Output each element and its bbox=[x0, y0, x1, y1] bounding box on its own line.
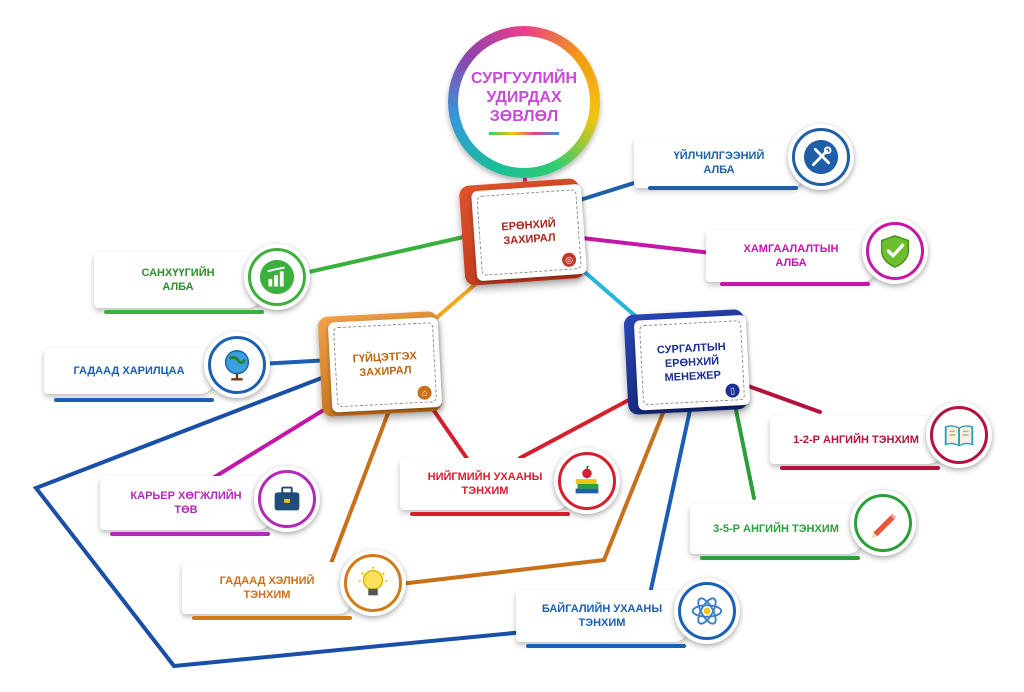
node-science-tab: БАЙГАЛИЙН УХААНЫ ТЭНХИМ bbox=[516, 590, 688, 642]
node-science-icon-circle bbox=[674, 578, 740, 644]
node-social-strip bbox=[410, 512, 570, 516]
root-underline bbox=[489, 132, 559, 135]
root-circle: СУРГУУЛИЙН УДИРДАХ ЗӨВЛӨЛ bbox=[448, 26, 600, 178]
node-grade12-strip bbox=[780, 466, 940, 470]
node-security-label: ХАМГААЛАЛТЫН АЛБА bbox=[743, 243, 839, 269]
node-foreign-relations-icon-circle bbox=[204, 332, 270, 398]
node-finance-label: САНХҮҮГИЙН АЛБА bbox=[141, 267, 215, 293]
hub-executive-card: ГҮЙЦЭТГЭХ ЗАХИРАЛ ⌂ bbox=[327, 316, 443, 413]
hub-training-label: СУРГАЛТЫН ЕРӨНХИЙ МЕНЕЖЕР bbox=[656, 340, 726, 385]
node-foreign-relations-label: ГАДААД ХАРИЛЦАА bbox=[73, 365, 185, 377]
node-science-label: БАЙГАЛИЙН УХААНЫ ТЭНХИМ bbox=[541, 603, 663, 629]
node-career-icon-circle bbox=[254, 466, 320, 532]
node-service[interactable]: ҮЙЛЧИЛГЭЭНИЙ АЛБА bbox=[628, 124, 860, 198]
node-security[interactable]: ХАМГААЛАЛТЫН АЛБА bbox=[700, 218, 934, 292]
node-career-tab: КАРЬЕР ХӨГЖЛИЙН ТӨВ bbox=[100, 476, 272, 530]
hub-training-card: СУРГАЛТЫН ЕРӨНХИЙ МЕНЕЖЕР ▯ bbox=[633, 314, 751, 411]
node-foreign-relations-tab: ГАДААД ХАРИЛЦАА bbox=[44, 348, 214, 394]
books-apple-icon bbox=[575, 465, 599, 494]
node-service-label: ҮЙЛЧИЛГЭЭНИЙ АЛБА bbox=[673, 150, 765, 176]
node-grade35[interactable]: 3-5-Р АНГИЙН ТЭНХИМ bbox=[686, 490, 926, 568]
node-service-icon-circle bbox=[788, 124, 854, 190]
chart-icon bbox=[259, 259, 295, 295]
hub-executive[interactable]: ГҮЙЦЭТГЭХ ЗАХИРАЛ ⌂ bbox=[317, 310, 443, 418]
open-book-icon bbox=[944, 425, 974, 447]
root-title-box: СУРГУУЛИЙН УДИРДАХ ЗӨВЛӨЛ bbox=[458, 36, 590, 168]
node-grade35-icon-circle bbox=[850, 490, 916, 556]
node-finance-strip bbox=[104, 310, 264, 314]
hub-executive-label: ГҮЙЦЭТГЭХ ЗАХИРАЛ bbox=[352, 350, 417, 380]
node-social-label: НИЙГМИЙН УХААНЫ ТЭНХИМ bbox=[427, 471, 543, 497]
node-finance[interactable]: САНХҮҮГИЙН АЛБА bbox=[90, 242, 322, 318]
hub-training[interactable]: СУРГАЛТЫН ЕРӨНХИЙ МЕНЕЖЕР ▯ bbox=[623, 308, 751, 416]
node-grade12-tab: 1-2-Р АНГИЙН ТЭНХИМ bbox=[770, 416, 942, 464]
node-finance-tab: САНХҮҮГИЙН АЛБА bbox=[94, 252, 262, 308]
node-security-icon-circle bbox=[862, 218, 928, 284]
root-title: СУРГУУЛИЙН УДИРДАХ ЗӨВЛӨЛ bbox=[470, 70, 578, 125]
tools-icon bbox=[803, 139, 839, 175]
node-science-strip bbox=[526, 644, 686, 648]
node-social-tab: НИЙГМИЙН УХААНЫ ТЭНХИМ bbox=[400, 458, 570, 510]
node-language[interactable]: ГАДААД ХЭЛНИЙ ТЭНХИМ bbox=[178, 548, 412, 626]
node-social-icon-circle bbox=[554, 448, 620, 514]
globe-icon bbox=[224, 350, 250, 381]
hub-director-card: ЕРӨНХИЙ ЗАХИРАЛ ◎ bbox=[471, 183, 588, 282]
node-grade12[interactable]: 1-2-Р АНГИЙН ТЭНХИМ bbox=[766, 402, 1002, 478]
node-grade12-icon-circle bbox=[926, 402, 992, 468]
node-career[interactable]: КАРЬЕР ХӨГЖЛИЙН ТӨВ bbox=[96, 462, 326, 546]
lightbulb-icon bbox=[358, 566, 388, 596]
node-service-strip bbox=[648, 186, 798, 190]
node-science[interactable]: БАЙГАЛИЙН УХААНЫ ТЭНХИМ bbox=[512, 576, 748, 654]
hub-director-label: ЕРӨНХИЙ ЗАХИРАЛ bbox=[501, 217, 557, 248]
atom-icon bbox=[691, 597, 723, 625]
briefcase-icon bbox=[274, 486, 300, 511]
node-language-strip bbox=[192, 616, 352, 620]
node-career-label: КАРЬЕР ХӨГЖЛИЙН ТӨВ bbox=[130, 490, 242, 516]
node-finance-icon-circle bbox=[244, 244, 310, 310]
node-language-tab: ГАДААД ХЭЛНИЙ ТЭНХИМ bbox=[182, 562, 352, 614]
node-security-tab: ХАМГААЛАЛТЫН АЛБА bbox=[706, 230, 876, 282]
node-career-strip bbox=[110, 532, 270, 536]
shield-check-icon bbox=[880, 235, 910, 268]
node-grade35-tab: 3-5-Р АНГИЙН ТЭНХИМ bbox=[690, 504, 862, 554]
node-foreign-relations-strip bbox=[54, 398, 214, 402]
node-grade35-label: 3-5-Р АНГИЙН ТЭНХИМ bbox=[713, 523, 839, 535]
node-language-icon-circle bbox=[340, 550, 406, 616]
node-grade35-strip bbox=[700, 556, 860, 560]
node-social[interactable]: НИЙГМИЙН УХААНЫ ТЭНХИМ bbox=[396, 444, 632, 522]
node-foreign-relations[interactable]: ГАДААД ХАРИЛЦАА bbox=[40, 332, 272, 408]
node-service-tab: ҮЙЛЧИЛГЭЭНИЙ АЛБА bbox=[634, 138, 804, 188]
node-grade12-label: 1-2-Р АНГИЙН ТЭНХИМ bbox=[793, 434, 919, 446]
hub-director[interactable]: ЕРӨНХИЙ ЗАХИРАЛ ◎ bbox=[458, 177, 588, 287]
pencil-icon bbox=[871, 513, 897, 539]
node-language-label: ГАДААД ХЭЛНИЙ ТЭНХИМ bbox=[219, 575, 315, 601]
node-security-strip bbox=[720, 282, 870, 286]
